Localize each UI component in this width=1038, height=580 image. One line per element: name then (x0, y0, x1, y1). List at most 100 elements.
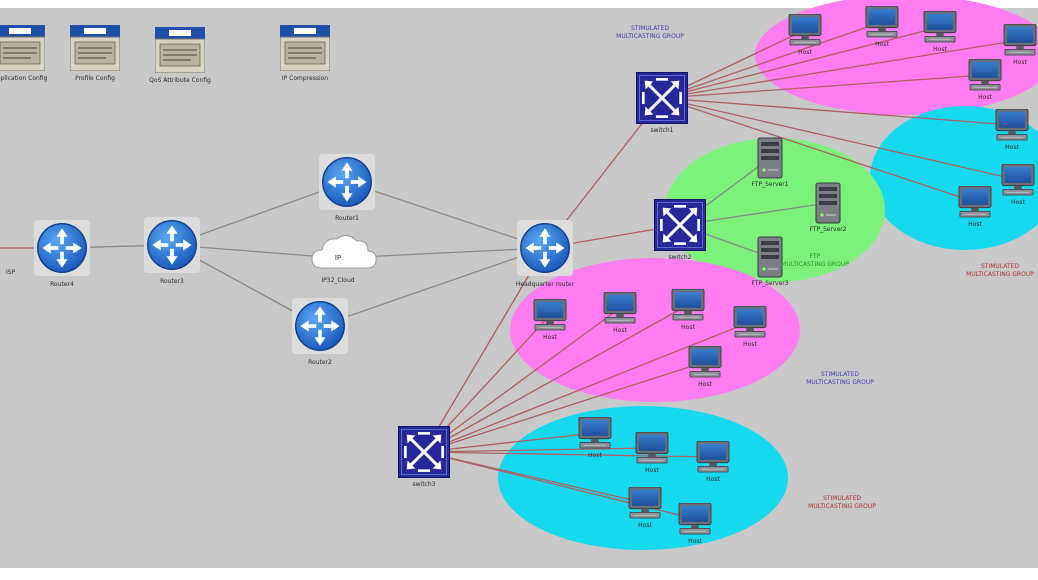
config-utility-icon[interactable] (155, 27, 205, 73)
workstation-label: Host (698, 381, 712, 388)
switch-icon[interactable] (398, 426, 450, 478)
workstation-label: Host (681, 324, 695, 331)
workstation-icon[interactable] (603, 292, 637, 324)
config-utility-icon[interactable] (280, 25, 330, 71)
link-workstation (661, 39, 1021, 99)
config-object-label: Profile Config (75, 75, 115, 82)
workstation-label: Host (798, 49, 812, 56)
multicast-groups (498, 0, 1038, 550)
workstation-icon[interactable] (688, 346, 722, 378)
workstation-label: Host (1011, 199, 1025, 206)
link-router (171, 181, 348, 246)
link-workstation (661, 97, 1019, 181)
router-label: Router1 (335, 215, 359, 222)
link-workstation (661, 97, 1013, 126)
router-label: Router4 (50, 281, 74, 288)
workstation-icon[interactable] (1001, 164, 1035, 196)
router-icon[interactable] (517, 220, 573, 276)
link-switch (423, 247, 546, 453)
workstation-icon[interactable] (788, 14, 822, 46)
group-cyan-right (870, 106, 1038, 250)
workstation-icon[interactable] (635, 432, 669, 464)
link-workstation (423, 361, 706, 453)
link-workstation (661, 26, 941, 99)
switch-icon[interactable] (636, 72, 688, 124)
diagram-labels: Application Config Profile Config QoS Attr… (0, 25, 1034, 545)
config-object-label: Application Config (0, 75, 48, 82)
workstation-label: Host (968, 221, 982, 228)
workstation-label: Host (1005, 144, 1019, 151)
link-router (346, 181, 546, 249)
workstation-label: Host (743, 341, 757, 348)
workstation-icon[interactable] (733, 306, 767, 338)
link-workstation (423, 447, 653, 453)
workstation-icon[interactable] (958, 186, 992, 218)
group-green-ftp (665, 138, 885, 282)
router-icon[interactable] (319, 154, 375, 210)
workstation-label: Host (706, 476, 720, 483)
workstation-label: Host (1013, 59, 1027, 66)
workstation-label: Host (645, 467, 659, 474)
link-workstation (423, 304, 689, 453)
workstation-icon[interactable] (995, 109, 1029, 141)
link-router (319, 247, 546, 327)
router-label: Router2 (308, 359, 332, 366)
server-label: FTP_Server1 (751, 181, 788, 188)
workstation-icon[interactable] (578, 417, 612, 449)
switch-icon[interactable] (654, 199, 706, 251)
workstation-icon[interactable] (678, 503, 712, 535)
ip-cloud-icon[interactable] (311, 235, 377, 269)
server-label: FTP_Server3 (751, 280, 788, 287)
workstation-label: Host (688, 538, 702, 545)
link-workstation (423, 307, 621, 453)
config-object-label: IP Compression (282, 75, 328, 82)
switch-label: switch1 (651, 127, 674, 134)
workstation-icon[interactable] (628, 487, 662, 519)
router-icon[interactable] (144, 217, 200, 273)
link-workstation (423, 451, 714, 458)
server-icon[interactable] (757, 236, 783, 278)
network-nodes (0, 6, 1037, 535)
config-utility-icon[interactable] (0, 25, 45, 71)
workstation-icon[interactable] (696, 441, 730, 473)
workstation-icon[interactable] (865, 6, 899, 38)
workstation-label: Host (588, 452, 602, 459)
server-icon[interactable] (815, 182, 841, 224)
workstation-label: Host (978, 94, 992, 101)
server-icon[interactable] (757, 137, 783, 179)
isp-label: ISP (6, 269, 16, 276)
workstation-label: Host (875, 41, 889, 48)
link-workstation (423, 432, 596, 453)
router-icon[interactable] (34, 220, 90, 276)
workstation-icon[interactable] (968, 59, 1002, 91)
workstation-icon[interactable] (533, 299, 567, 331)
workstation-label: Host (543, 334, 557, 341)
workstation-icon[interactable] (923, 11, 957, 43)
link-workstation (661, 21, 883, 99)
switch-label: switch2 (669, 254, 692, 261)
config-object-label: QoS Attribute Config (149, 77, 211, 84)
group-magenta-middle (510, 258, 800, 402)
workstation-icon[interactable] (1003, 24, 1037, 56)
link-workstation (661, 97, 976, 203)
cloud-glyph: IP (335, 254, 341, 262)
router-icon[interactable] (292, 298, 348, 354)
server-label: FTP_Server2 (809, 226, 846, 233)
config-utility-icon[interactable] (70, 25, 120, 71)
link-workstation (661, 74, 986, 99)
workstation-label: Host (613, 327, 627, 334)
cloud-label: IP32_Cloud (321, 277, 354, 284)
router-label: Headquarter router (516, 281, 575, 288)
router-label: Router3 (160, 278, 184, 285)
switch-label: switch3 (413, 481, 436, 488)
workstation-label: Host (638, 522, 652, 529)
workstation-icon[interactable] (671, 289, 705, 321)
workstation-label: Host (933, 46, 947, 53)
